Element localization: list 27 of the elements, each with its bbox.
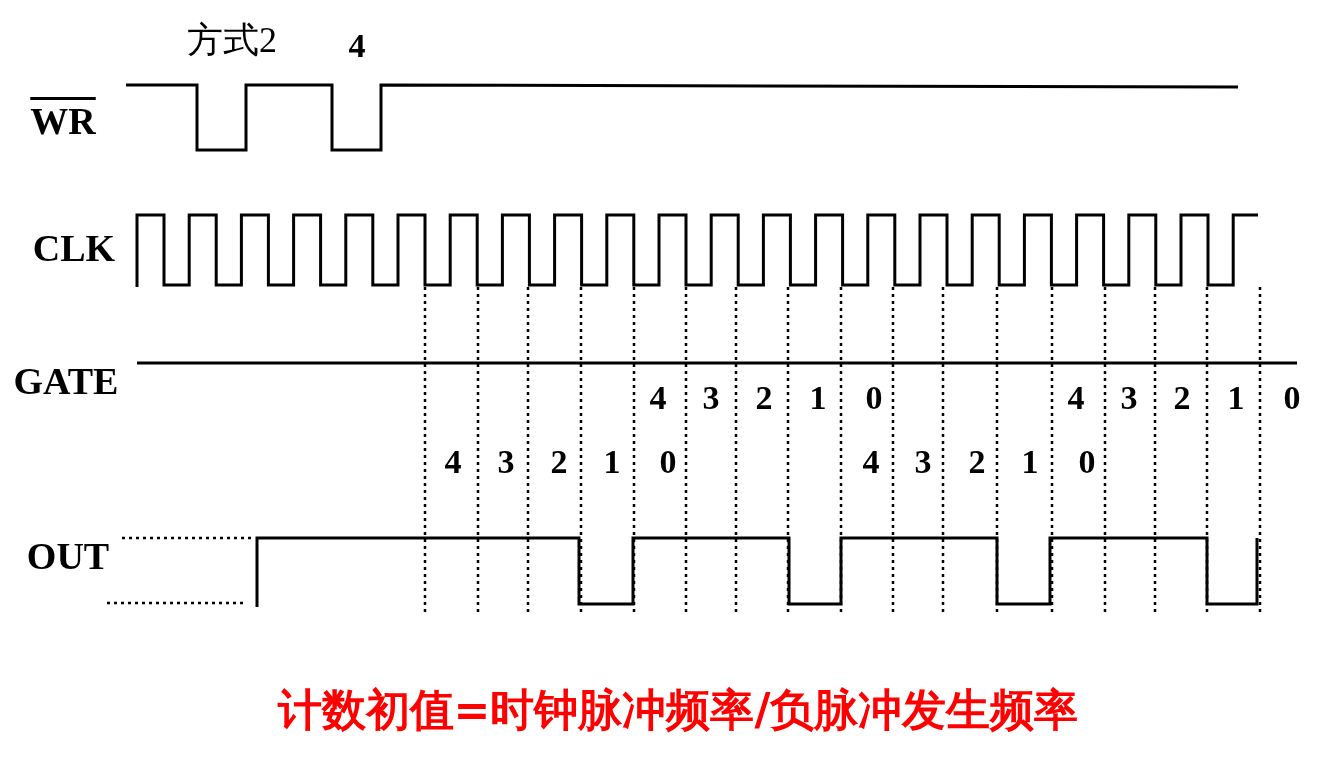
count-value: 2 xyxy=(550,445,568,479)
count-value: 3 xyxy=(1120,381,1138,415)
count-value: 3 xyxy=(497,445,515,479)
count-value: 2 xyxy=(1173,381,1191,415)
count-value: 0 xyxy=(1078,445,1096,479)
count-value: 4 xyxy=(1067,381,1085,415)
count-value: 4 xyxy=(862,445,880,479)
signal-name: WR xyxy=(30,102,96,140)
count-value: 3 xyxy=(702,381,720,415)
formula-caption: 计数初值=时钟脉冲频率/负脉冲发生频率 xyxy=(277,682,1079,737)
count-value: 2 xyxy=(968,445,986,479)
count-value: 1 xyxy=(603,445,621,479)
count-value: 0 xyxy=(865,381,883,415)
count-value: 3 xyxy=(914,445,932,479)
count-value: 2 xyxy=(755,381,773,415)
count-value: 1 xyxy=(1021,445,1039,479)
signal-name: OUT xyxy=(26,537,110,575)
count-value: 1 xyxy=(1227,381,1245,415)
count-value: 0 xyxy=(1283,381,1301,415)
count-value: 1 xyxy=(809,381,827,415)
count-value: 4 xyxy=(348,29,366,63)
signal-name: CLK xyxy=(32,229,116,267)
count-value: 4 xyxy=(444,445,462,479)
mode-label: 方式2 xyxy=(187,22,277,58)
count-value: 0 xyxy=(659,445,677,479)
signal-name: GATE xyxy=(13,362,119,400)
count-value: 4 xyxy=(649,381,667,415)
